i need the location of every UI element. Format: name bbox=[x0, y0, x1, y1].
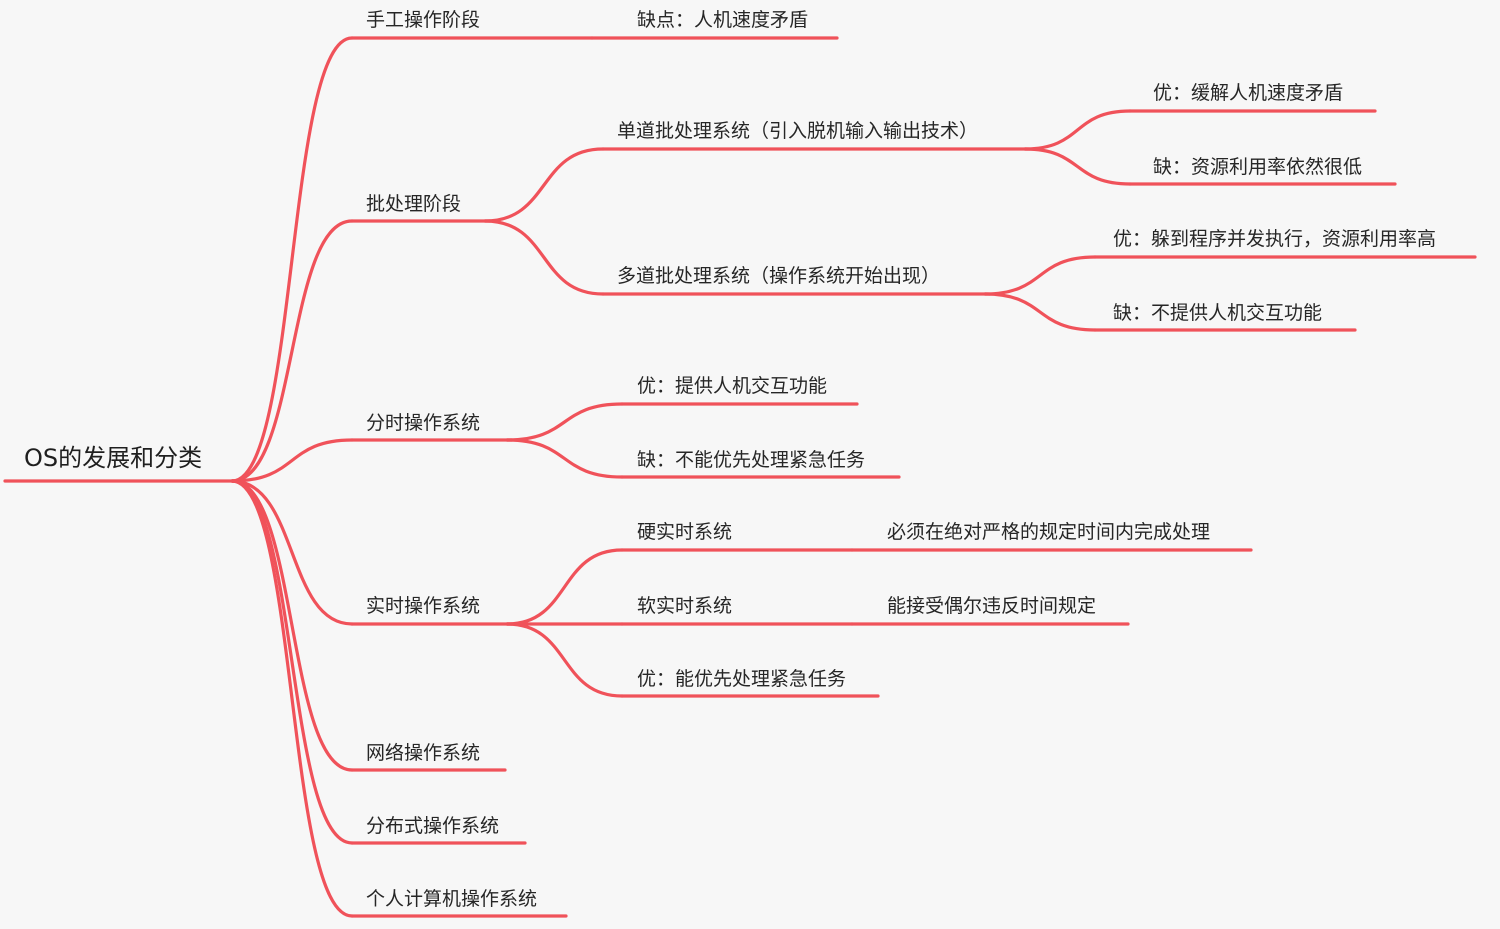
node-label: 软实时系统 bbox=[637, 595, 732, 617]
node-multi-batch[interactable]: 多道批处理系统（操作系统开始出现） bbox=[601, 265, 992, 296]
connector-root-batch bbox=[230, 219, 354, 483]
branch-connectors bbox=[230, 36, 1132, 918]
connector-time-sharing-disadvantage bbox=[505, 438, 624, 479]
node-label: 优：缓解人机速度矛盾 bbox=[1153, 82, 1343, 104]
connector-multi-disadvantage bbox=[983, 292, 1097, 332]
connector-root-real-time bbox=[230, 479, 354, 626]
node-label: 分时操作系统 bbox=[366, 412, 480, 434]
node-label: 缺：资源利用率依然很低 bbox=[1153, 156, 1362, 178]
connector-root-network bbox=[230, 479, 354, 772]
connector-time-sharing-advantage bbox=[505, 402, 624, 442]
connector-root-time-sharing bbox=[230, 438, 354, 483]
node-label: 缺点：人机速度矛盾 bbox=[637, 9, 808, 31]
node-soft-real-time[interactable]: 软实时系统 bbox=[620, 595, 854, 626]
node-label: 必须在绝对严格的规定时间内完成处理 bbox=[887, 521, 1210, 543]
connector-real-time-advantage bbox=[505, 622, 624, 698]
connector-multi-advantage bbox=[983, 255, 1097, 296]
node-single-batch-advantage[interactable]: 优：缓解人机速度矛盾 bbox=[1128, 82, 1377, 113]
node-label: 缺：不提供人机交互功能 bbox=[1113, 302, 1322, 324]
node-time-sharing[interactable]: 分时操作系统 bbox=[350, 412, 514, 442]
node-label: 多道批处理系统（操作系统开始出现） bbox=[617, 265, 940, 287]
node-single-batch-disadvantage[interactable]: 缺：资源利用率依然很低 bbox=[1128, 156, 1397, 186]
node-label: 单道批处理系统（引入脱机输入输出技术） bbox=[617, 120, 978, 142]
node-label: 分布式操作系统 bbox=[366, 815, 499, 837]
node-label: 网络操作系统 bbox=[366, 742, 480, 764]
node-label: 优：能优先处理紧急任务 bbox=[637, 668, 846, 690]
node-soft-real-time-detail[interactable]: 能接受偶尔违反时间规定 bbox=[850, 595, 1130, 626]
root-node[interactable]: OS的发展和分类 bbox=[3, 444, 237, 483]
connector-batch-multi bbox=[483, 219, 605, 296]
node-multi-batch-advantage[interactable]: 优：躲到程序并发执行，资源利用率高 bbox=[1093, 228, 1477, 259]
connector-root-manual bbox=[230, 36, 354, 483]
node-label: 硬实时系统 bbox=[637, 521, 732, 543]
connector-single-disadvantage bbox=[1023, 147, 1132, 186]
node-time-sharing-advantage[interactable]: 优：提供人机交互功能 bbox=[620, 375, 859, 406]
connector-batch-single bbox=[483, 147, 605, 223]
node-time-sharing-disadvantage[interactable]: 缺：不能优先处理紧急任务 bbox=[620, 449, 901, 479]
node-label: 手工操作阶段 bbox=[366, 9, 480, 31]
node-distributed-os[interactable]: 分布式操作系统 bbox=[350, 815, 527, 845]
node-multi-batch-disadvantage[interactable]: 缺：不提供人机交互功能 bbox=[1093, 302, 1357, 332]
connector-single-advantage bbox=[1023, 109, 1132, 151]
node-label: 实时操作系统 bbox=[366, 595, 480, 617]
node-label: 个人计算机操作系统 bbox=[366, 888, 537, 910]
node-personal-computer-os[interactable]: 个人计算机操作系统 bbox=[350, 888, 568, 918]
node-label: 优：躲到程序并发执行，资源利用率高 bbox=[1113, 228, 1436, 250]
node-real-time-advantage[interactable]: 优：能优先处理紧急任务 bbox=[620, 668, 880, 698]
node-manual-disadvantage[interactable]: 缺点：人机速度矛盾 bbox=[590, 9, 839, 40]
node-label: 批处理阶段 bbox=[366, 193, 461, 215]
node-network-os[interactable]: 网络操作系统 bbox=[350, 742, 507, 772]
node-label: 优：提供人机交互功能 bbox=[637, 375, 827, 397]
node-batch-stage[interactable]: 批处理阶段 bbox=[350, 193, 492, 223]
node-label: 能接受偶尔违反时间规定 bbox=[887, 595, 1096, 617]
node-hard-real-time[interactable]: 硬实时系统 bbox=[620, 521, 854, 552]
connector-real-time-hard bbox=[505, 548, 624, 626]
connector-root-personal bbox=[230, 479, 354, 918]
node-manual-stage[interactable]: 手工操作阶段 bbox=[350, 9, 594, 40]
connector-root-distributed bbox=[230, 479, 354, 845]
node-hard-real-time-detail[interactable]: 必须在绝对严格的规定时间内完成处理 bbox=[850, 521, 1253, 552]
node-label: 缺：不能优先处理紧急任务 bbox=[637, 449, 865, 471]
node-real-time[interactable]: 实时操作系统 bbox=[350, 595, 514, 626]
node-single-batch[interactable]: 单道批处理系统（引入脱机输入输出技术） bbox=[601, 120, 1032, 151]
root-label: OS的发展和分类 bbox=[24, 444, 202, 472]
